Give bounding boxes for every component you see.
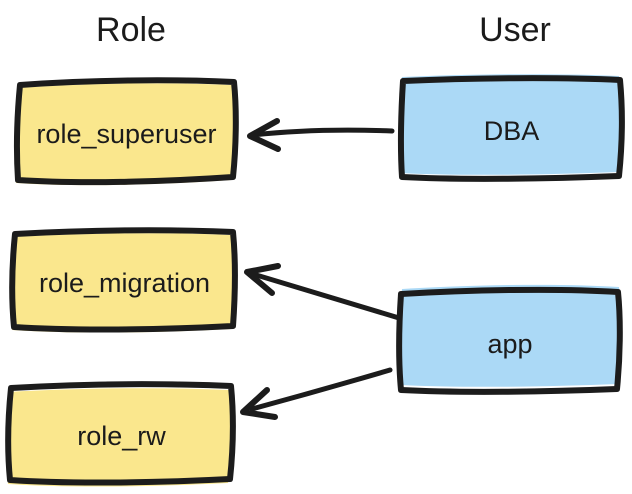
node-label-role-rw: role_rw (77, 421, 166, 451)
edge-dba-to-role-superuser (247, 118, 395, 152)
column-title-role: Role (96, 11, 166, 49)
node-fill-app (400, 284, 621, 387)
node-box-dba (397, 74, 625, 182)
edge-app-to-role-rw (240, 367, 393, 420)
node-label-app: app (487, 329, 533, 359)
node-border-role-migration (9, 227, 238, 333)
node-fill-role-rw (6, 388, 231, 487)
node-box-role-rw (5, 381, 236, 487)
edge-app-to-role-migration (244, 263, 402, 321)
node-label-dba: DBA (483, 116, 540, 146)
node-box-role-superuser (13, 77, 239, 186)
node-border-app (396, 286, 623, 395)
edge-line-dba-superuser (250, 127, 395, 138)
node-box-app (396, 284, 623, 395)
arrowhead-app-rw (240, 387, 278, 420)
node-border-role-rw (5, 381, 236, 486)
edge-line-app-rw (249, 367, 393, 412)
edge-line-app-migration (250, 271, 402, 321)
node-fill-role-superuser (14, 83, 234, 186)
node-label-role-superuser: role_superuser (36, 119, 217, 149)
node-box-role-migration (9, 227, 238, 333)
node-label-role-migration: role_migration (38, 267, 211, 298)
node-border-role-superuser (13, 77, 239, 186)
arrowhead-dba-superuser (247, 118, 281, 152)
arrowhead-app-migration (244, 263, 281, 296)
node-fill-dba (399, 74, 621, 175)
node-border-dba (397, 75, 625, 182)
column-title-user: User (479, 11, 551, 49)
node-fill-role-migration (10, 233, 233, 333)
